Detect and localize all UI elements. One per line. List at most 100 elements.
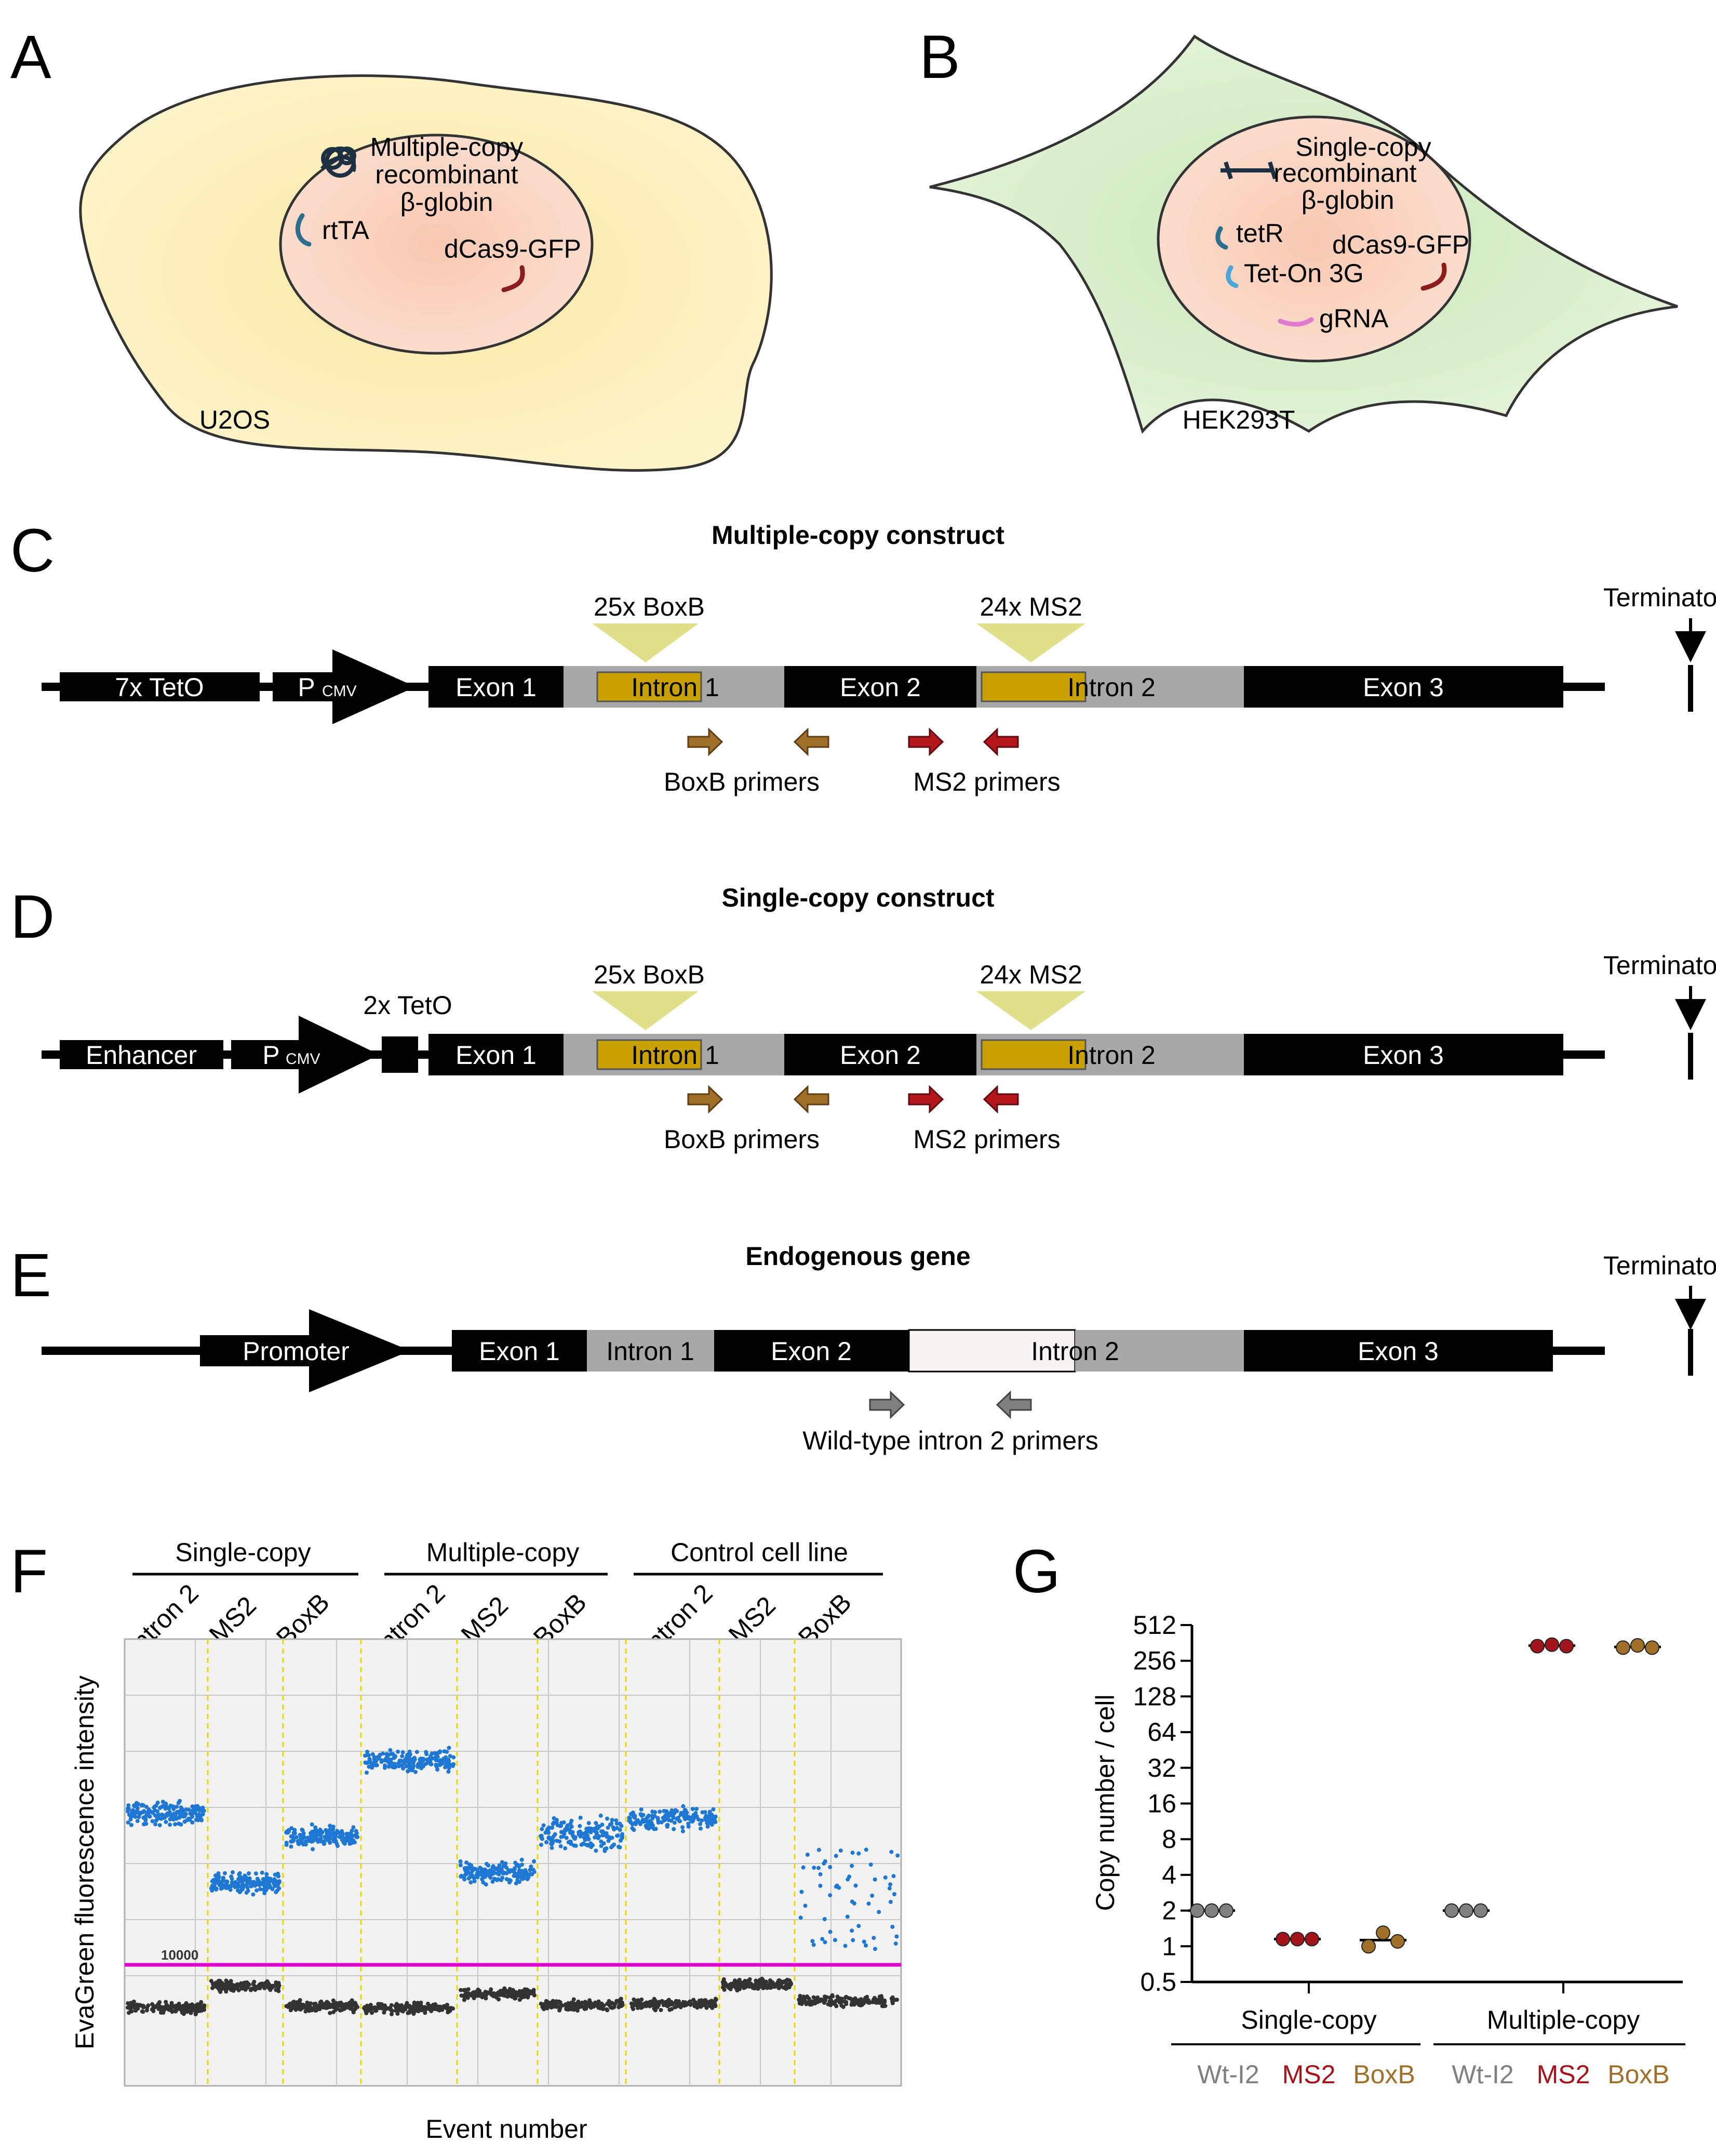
ms2-fwd-primer bbox=[908, 727, 944, 756]
positive-droplet bbox=[559, 1824, 564, 1828]
u2os-nucleus bbox=[279, 134, 594, 355]
negative-droplet bbox=[295, 2000, 300, 2005]
negative-droplet bbox=[546, 2000, 551, 2005]
positive-droplet bbox=[389, 1764, 394, 1768]
positive-droplet bbox=[217, 1874, 221, 1879]
teto-label: 7x TetO bbox=[115, 673, 204, 702]
positive-droplet bbox=[309, 1831, 313, 1835]
g-category-label: Wt-I2 bbox=[1452, 2060, 1513, 2089]
positive-droplet bbox=[434, 1764, 439, 1769]
boxb-insert-label: 25x BoxB bbox=[594, 592, 705, 621]
positive-droplet bbox=[539, 1833, 544, 1838]
exon-2-d bbox=[784, 1034, 976, 1075]
g-data-point bbox=[1276, 1932, 1290, 1947]
positive-droplet bbox=[150, 1819, 155, 1824]
negative-droplet bbox=[823, 1994, 827, 1999]
positive-droplet bbox=[276, 1874, 280, 1879]
positive-droplet bbox=[137, 1814, 141, 1819]
negative-droplet bbox=[524, 1990, 528, 1995]
positive-droplet bbox=[690, 1807, 695, 1812]
ms2-cassette-d bbox=[981, 1039, 1087, 1070]
positive-droplet bbox=[468, 1865, 473, 1870]
positive-droplet bbox=[242, 1884, 246, 1888]
tetr-icon bbox=[1215, 226, 1228, 250]
label-grna: gRNA bbox=[1319, 304, 1389, 333]
positive-droplet bbox=[255, 1876, 260, 1881]
positive-droplet bbox=[558, 1844, 563, 1848]
positive-droplet bbox=[638, 1822, 642, 1827]
positive-droplet bbox=[528, 1868, 532, 1872]
negative-droplet bbox=[400, 2008, 405, 2013]
positive-droplet bbox=[618, 1821, 622, 1826]
positive-droplet bbox=[709, 1822, 714, 1827]
g-category-label: MS2 bbox=[1282, 2060, 1336, 2089]
label-recombinant: recombinant bbox=[375, 160, 518, 189]
negative-droplet bbox=[833, 2002, 837, 2006]
positive-droplet bbox=[164, 1801, 168, 1806]
positive-droplet bbox=[411, 1763, 416, 1768]
positive-droplet bbox=[464, 1860, 469, 1865]
intron-1-label: Intron 1 bbox=[631, 673, 719, 702]
positive-droplet bbox=[578, 1829, 582, 1834]
negative-droplet bbox=[754, 1982, 758, 1987]
positive-droplet bbox=[468, 1880, 473, 1885]
positive-droplet bbox=[662, 1815, 666, 1820]
positive-droplet bbox=[587, 1826, 591, 1831]
negative-droplet bbox=[667, 2007, 672, 2012]
positive-droplet bbox=[887, 1886, 892, 1891]
teto-2x-label: 2x TetO bbox=[363, 991, 452, 1020]
positive-droplet bbox=[221, 1876, 225, 1881]
positive-droplet bbox=[823, 1859, 827, 1864]
negative-droplet bbox=[620, 2000, 624, 2005]
positive-droplet bbox=[436, 1751, 440, 1755]
negative-droplet bbox=[575, 2008, 580, 2013]
positive-droplet bbox=[134, 1801, 139, 1805]
negative-droplet bbox=[307, 2001, 312, 2006]
negative-droplet bbox=[811, 1995, 816, 2000]
positive-droplet bbox=[671, 1815, 676, 1820]
positive-droplet bbox=[818, 1872, 823, 1876]
negative-droplet bbox=[822, 2001, 826, 2005]
positive-droplet bbox=[680, 1829, 685, 1833]
positive-droplet bbox=[583, 1838, 587, 1842]
boxb-rev-primer bbox=[793, 727, 829, 756]
g-y-tick-label: 128 bbox=[1133, 1682, 1176, 1711]
negative-droplet bbox=[745, 1980, 750, 1985]
positive-droplet bbox=[520, 1872, 525, 1876]
negative-droplet bbox=[258, 1982, 262, 1987]
positive-droplet bbox=[210, 1888, 214, 1893]
negative-droplet bbox=[656, 2000, 661, 2004]
intron-1-label-e: Intron 1 bbox=[606, 1337, 694, 1366]
exon-2-label: Exon 2 bbox=[840, 673, 921, 702]
teto-box bbox=[60, 672, 260, 701]
positive-droplet bbox=[593, 1835, 597, 1840]
positive-droplet bbox=[231, 1882, 236, 1887]
ddpcr-plot-area bbox=[124, 1638, 902, 2087]
negative-droplet bbox=[601, 2007, 605, 2011]
positive-droplet bbox=[186, 1807, 191, 1812]
wt-primers-label: Wild-type intron 2 primers bbox=[802, 1426, 1098, 1455]
positive-droplet bbox=[253, 1871, 258, 1876]
positive-droplet bbox=[177, 1821, 181, 1826]
positive-droplet bbox=[598, 1813, 603, 1818]
positive-droplet bbox=[671, 1811, 676, 1816]
negative-droplet bbox=[574, 2002, 579, 2007]
positive-droplet bbox=[158, 1806, 163, 1810]
positive-droplet bbox=[816, 1847, 821, 1852]
positive-droplet bbox=[289, 1826, 294, 1831]
positive-droplet bbox=[818, 1883, 823, 1888]
construct-title-c: Multiple-copy construct bbox=[712, 521, 1004, 550]
construct-title-e: Endogenous gene bbox=[745, 1242, 970, 1271]
positive-droplet bbox=[311, 1847, 315, 1852]
positive-droplet bbox=[164, 1805, 168, 1810]
negative-droplet bbox=[365, 2009, 369, 2014]
positive-droplet bbox=[427, 1760, 432, 1765]
negative-droplet bbox=[256, 1985, 260, 1990]
negative-droplet bbox=[173, 2009, 178, 2014]
positive-droplet bbox=[494, 1867, 499, 1871]
positive-droplet bbox=[571, 1835, 576, 1840]
positive-droplet bbox=[700, 1818, 704, 1823]
negative-droplet bbox=[177, 2001, 181, 2006]
axis-break-e bbox=[1615, 1336, 1639, 1363]
positive-droplet bbox=[798, 1915, 803, 1920]
